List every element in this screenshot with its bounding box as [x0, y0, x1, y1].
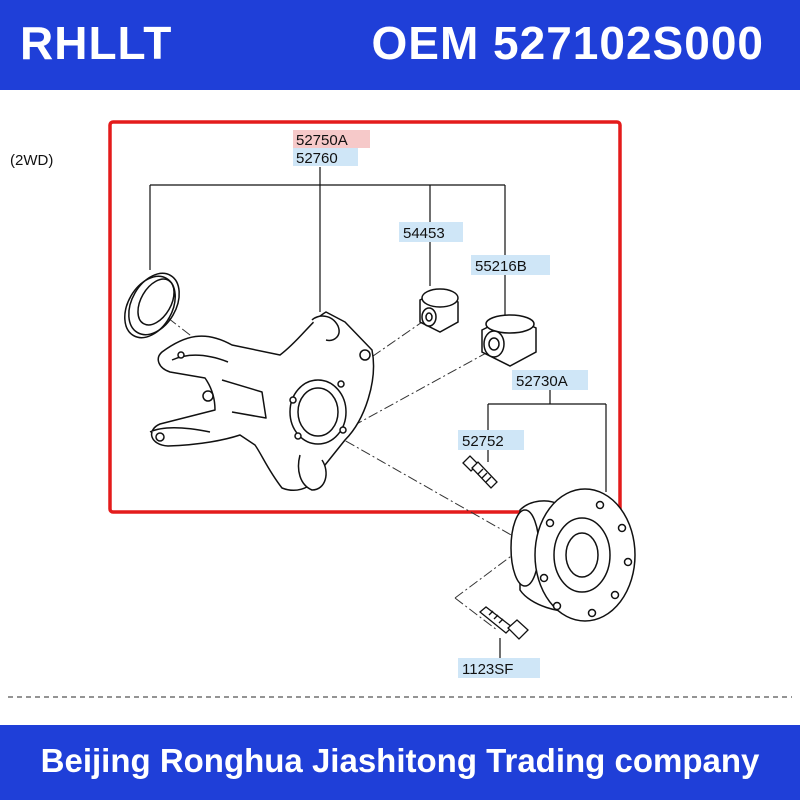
svg-text:55216B: 55216B — [475, 258, 527, 275]
brand-name: RHLLT — [20, 17, 173, 69]
label-52752: 52752 — [458, 430, 524, 450]
bushing-lower-icon — [481, 314, 537, 367]
svg-text:52760: 52760 — [296, 150, 338, 167]
svg-text:54453: 54453 — [403, 225, 445, 242]
label-52760: 52760 — [293, 148, 358, 167]
drive-note: (2WD) — [10, 152, 53, 169]
svg-text:52752: 52752 — [462, 433, 504, 450]
svg-text:52730A: 52730A — [516, 373, 568, 390]
exploded-parts-diagram: (2WD) 52750A 52760 54453 55216B 52730A — [8, 120, 792, 698]
highlight-box — [108, 120, 622, 514]
svg-text:1123SF: 1123SF — [462, 661, 513, 678]
hub-stud-icon — [462, 455, 498, 489]
label-52750a: 52750A — [293, 130, 370, 149]
label-54453: 54453 — [399, 222, 463, 242]
bushing-upper-icon — [419, 288, 459, 333]
label-1123sf: 1123SF — [458, 658, 540, 678]
footer-banner: Beijing Ronghua Jiashitong Trading compa… — [0, 725, 800, 800]
label-55216b: 55216B — [471, 255, 550, 275]
label-52730a: 52730A — [512, 370, 588, 390]
seal-ring-icon — [124, 272, 180, 339]
company-name: Beijing Ronghua Jiashitong Trading compa… — [40, 742, 760, 779]
flange-bolt-icon — [478, 606, 529, 640]
wheel-hub-icon — [510, 488, 636, 622]
steering-knuckle-icon — [149, 311, 375, 491]
header-banner: RHLLT OEM 527102S000 — [0, 0, 800, 90]
svg-text:52750A: 52750A — [296, 132, 348, 149]
oem-number: OEM 527102S000 — [371, 17, 764, 69]
leader-lines — [149, 167, 607, 658]
